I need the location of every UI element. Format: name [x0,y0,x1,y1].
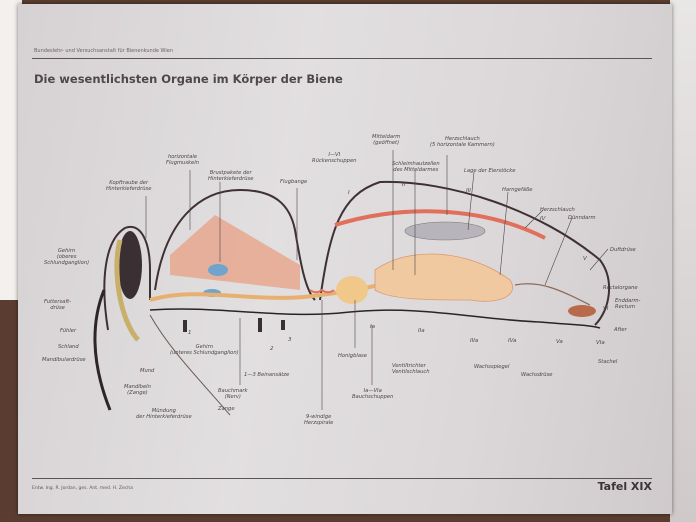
label-wachsdruese: Wachsdrüse [521,372,553,378]
ventral-nerve-cord [149,308,601,329]
leg-bases [183,318,285,332]
thorax-outline [154,188,316,301]
label-schleimhaut: Schleimhautzellen des Mitteldarmes [392,161,440,173]
label-mandibular: Mandibulardrüse [42,357,86,363]
footer-credit: Entw. Ing. R. Jordan, ges. Ant. med. H. … [32,486,133,491]
numeral-Ia: Ia [370,324,375,330]
proboscis [149,314,231,416]
honey-stomach [336,276,368,304]
label-flugbange: Flugbange [280,179,308,185]
numeral-I: I [348,190,350,196]
wall [670,0,696,522]
rectum [568,305,596,317]
label-beinansaetze: 1—3 Beinansätze [244,372,290,378]
leg-number-3: 3 [288,337,292,343]
label-enddarm: Enddarm- Rectum [615,298,641,310]
poster-title: Die wesentlichsten Organe im Körper der … [34,72,343,86]
antenna [93,289,112,411]
numeral-II: II [402,182,406,188]
label-zange: Zange [218,406,235,412]
label-herzspirale: 9-windige Herzspirale [304,414,334,426]
label-brustpakete: Brustpakete der Hinterkieferdrüse [208,170,254,182]
flight-muscles [170,215,300,290]
leg-number-1: 1 [188,330,192,336]
label-gehirn-oben: Gehirn (oberes Schlundganglion) [44,248,90,266]
thorax-gland [208,264,228,276]
label-after: After [614,327,627,333]
label-mitteldarm: Mitteldarm (geöffnet) [372,134,401,146]
numeral-IIa: IIa [418,328,425,334]
abdomen-outline [319,180,611,326]
label-herzschlauch-kammern: Herzschlauch (5 horizontale Kammern) [430,136,495,148]
label-mandibeln: Mandibeln (Zange) [124,384,151,396]
heart-tube [334,209,546,240]
plate-number: Tafel XIX [597,480,652,493]
numeral-III: III [466,188,471,194]
header-rule [32,58,652,59]
numeral-VI: VI [603,306,609,312]
label-flugmuskeln: horizontale Flugmuskeln [166,154,199,166]
leg-number-2: 2 [270,346,274,352]
institution-header: Bundeslehr- und Versuchsanstalt für Bien… [34,48,174,54]
label-honigblase: Honigblase [338,353,367,359]
label-wachsspiegel: Wachsspiegel [474,364,510,370]
window-light [0,0,22,300]
bee-anatomy-diagram [93,150,611,416]
label-duftdruese: Duftdrüse [610,247,636,253]
numeral-IIIa: IIIa [470,338,479,344]
label-bauchschuppen: Ia—VIa Bauchschuppen [352,388,394,400]
label-mund: Mund [140,368,155,374]
head-outline [103,225,151,331]
label-futtersaft: Futtersaft- drüse [44,299,72,311]
label-ventil: Ventiltrichter Ventilschlauch [392,363,430,375]
label-rectalorgane: Rectalorgane [603,285,638,291]
label-muendung: Mündung der Hinterkieferdrüse [136,408,192,420]
heart-spiral [309,288,335,294]
label-harngefaesse: Harngefäße [502,187,533,193]
numeral-IV: IV [540,216,546,222]
label-bauchmark: Bauchmark (Nerv) [218,388,248,400]
small-intestine [514,283,591,306]
midgut [374,253,513,302]
label-kopftraube: Kopftraube der Hinterkieferdrüse [106,180,152,192]
label-schland: Schland [58,344,79,350]
label-fuehler: Fühler [60,328,77,334]
numeral-IVa: IVa [508,338,517,344]
ovaries [404,221,486,241]
brain-upper [118,231,142,299]
numeral-Va: Va [556,339,563,345]
label-stachel: Stachel [598,359,618,365]
label-rueckenschuppen: I—VI Rückenschuppen [312,152,357,164]
footer-rule [32,478,652,479]
poster: Bundeslehr- und Versuchsanstalt für Bien… [18,4,672,514]
numeral-V: V [583,256,587,262]
label-duenndarm: Dünndarm [568,215,596,221]
numeral-VIa: VIa [596,340,605,346]
label-eierstoecke: Lage der Eierstöcke [464,168,516,174]
label-gehirn-unten: Gehirn (unteres Schlundganglion) [170,344,239,356]
feeding-gland [114,239,140,342]
label-herzschlauch: Herzschlauch [540,207,575,213]
